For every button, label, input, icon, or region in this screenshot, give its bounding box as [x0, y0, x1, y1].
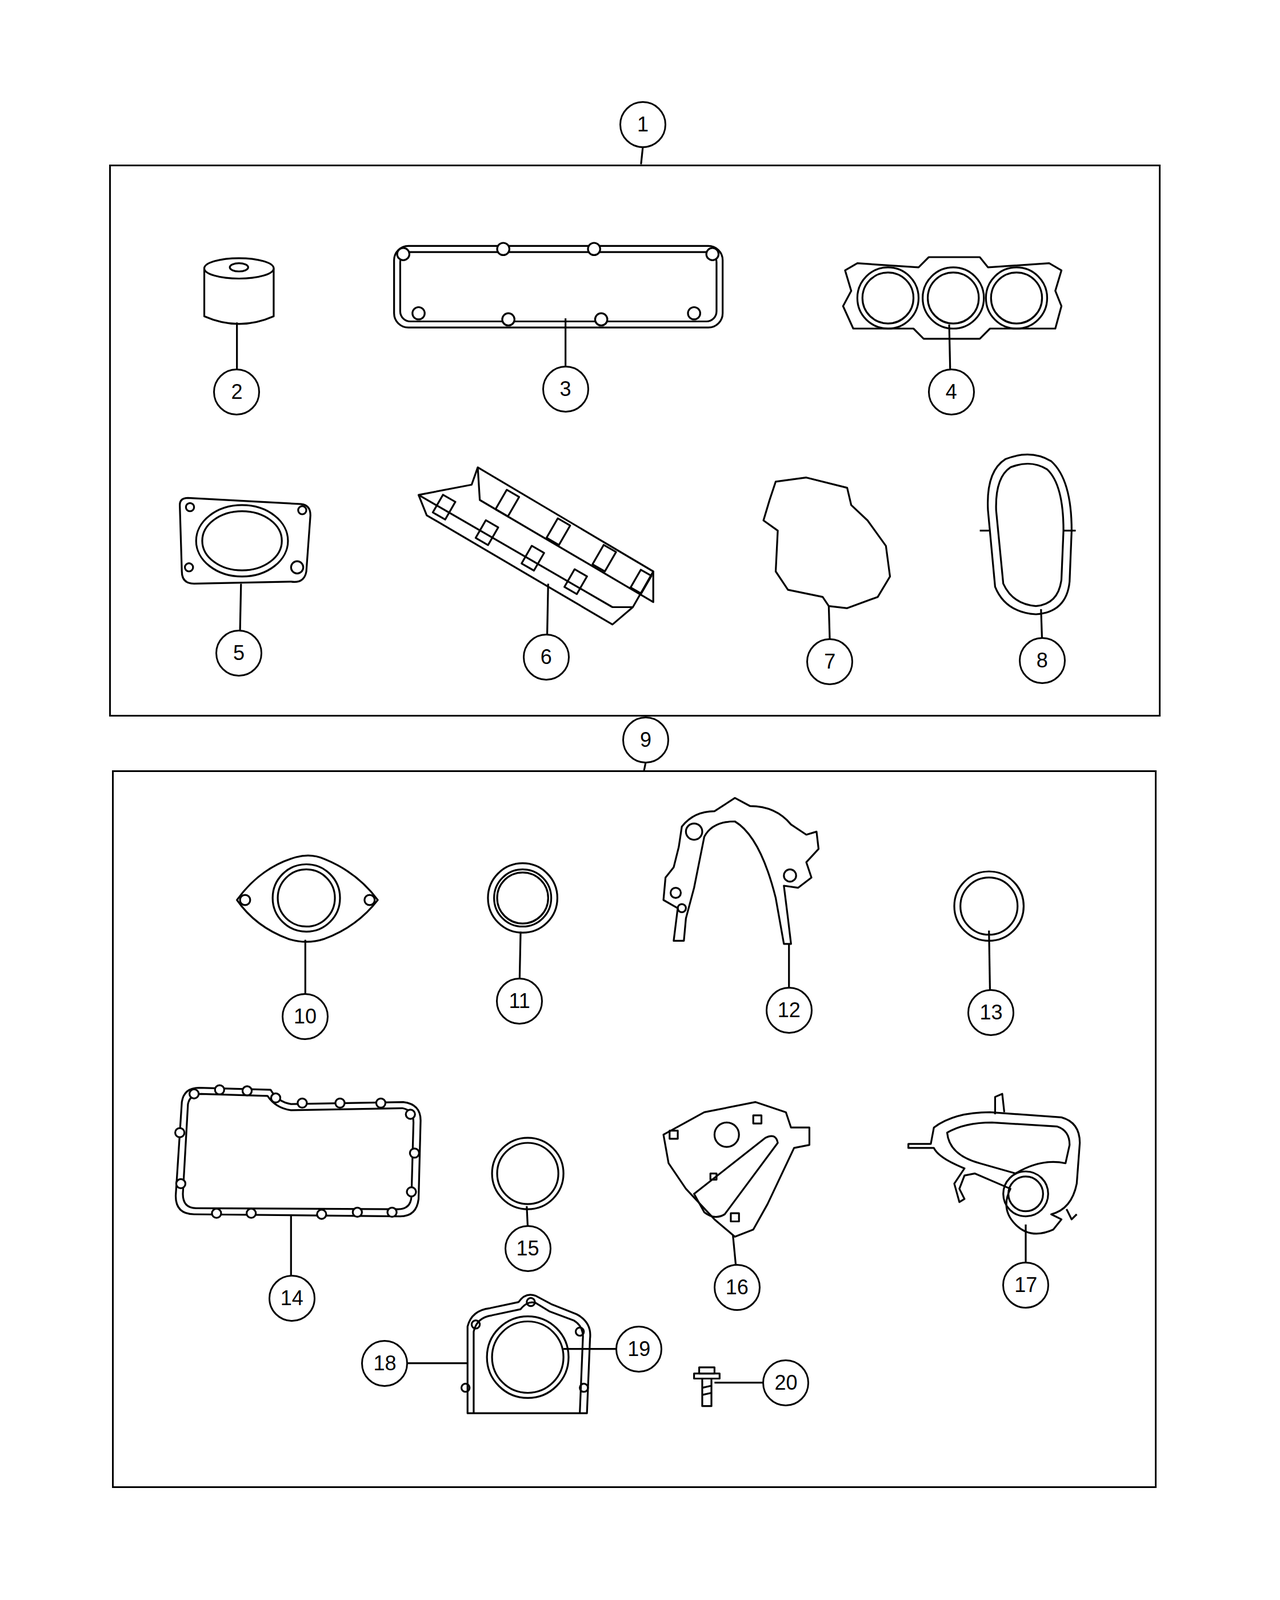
- head-gasket: [842, 257, 1062, 339]
- callout-number: 3: [542, 365, 590, 413]
- oval-gasket: [980, 454, 1076, 615]
- o-ring: [492, 1137, 564, 1210]
- plate-gasket: [663, 1102, 810, 1238]
- intake-manifold-gasket: [418, 467, 654, 625]
- cover-gasket: [763, 477, 890, 609]
- oil-pan-gasket: [175, 1085, 421, 1219]
- leader-lines: [237, 145, 1043, 1383]
- oil-filter: [204, 258, 274, 324]
- exhaust-gasket: [180, 497, 311, 584]
- kit-box: 9: [112, 770, 1157, 1488]
- callout-number: 7: [806, 638, 854, 686]
- callout-number: 20: [762, 1359, 810, 1407]
- callout-number: 6: [522, 633, 570, 681]
- callout-number: 12: [765, 986, 813, 1034]
- bolt: [694, 1367, 720, 1407]
- callout-number: 17: [1002, 1261, 1050, 1309]
- callout-number: 5: [215, 629, 263, 677]
- rear-seal-retainer: [461, 1294, 591, 1414]
- water-pump-gasket: [908, 1093, 1080, 1234]
- seal-ring: [954, 871, 1024, 941]
- callout-number: 1: [619, 101, 667, 148]
- callout-number: 18: [361, 1340, 408, 1387]
- callout-number: 19: [615, 1325, 663, 1373]
- callout-number: 16: [713, 1264, 761, 1311]
- callout-number: 11: [496, 977, 543, 1025]
- callout-number: 15: [504, 1225, 552, 1272]
- kit-box: 1: [109, 164, 1161, 717]
- timing-cover-gasket: [663, 797, 819, 944]
- callout-number: 9: [622, 716, 670, 764]
- callout-number: 13: [967, 989, 1015, 1036]
- callout-number: 4: [928, 368, 975, 416]
- callout-number: 14: [268, 1274, 316, 1322]
- callout-number: 2: [213, 368, 260, 416]
- front-seal: [237, 855, 378, 942]
- callout-number: 8: [1018, 637, 1066, 684]
- seal-ring: [488, 863, 558, 933]
- callout-number: 10: [281, 993, 329, 1040]
- valve-cover-gasket: [394, 242, 723, 328]
